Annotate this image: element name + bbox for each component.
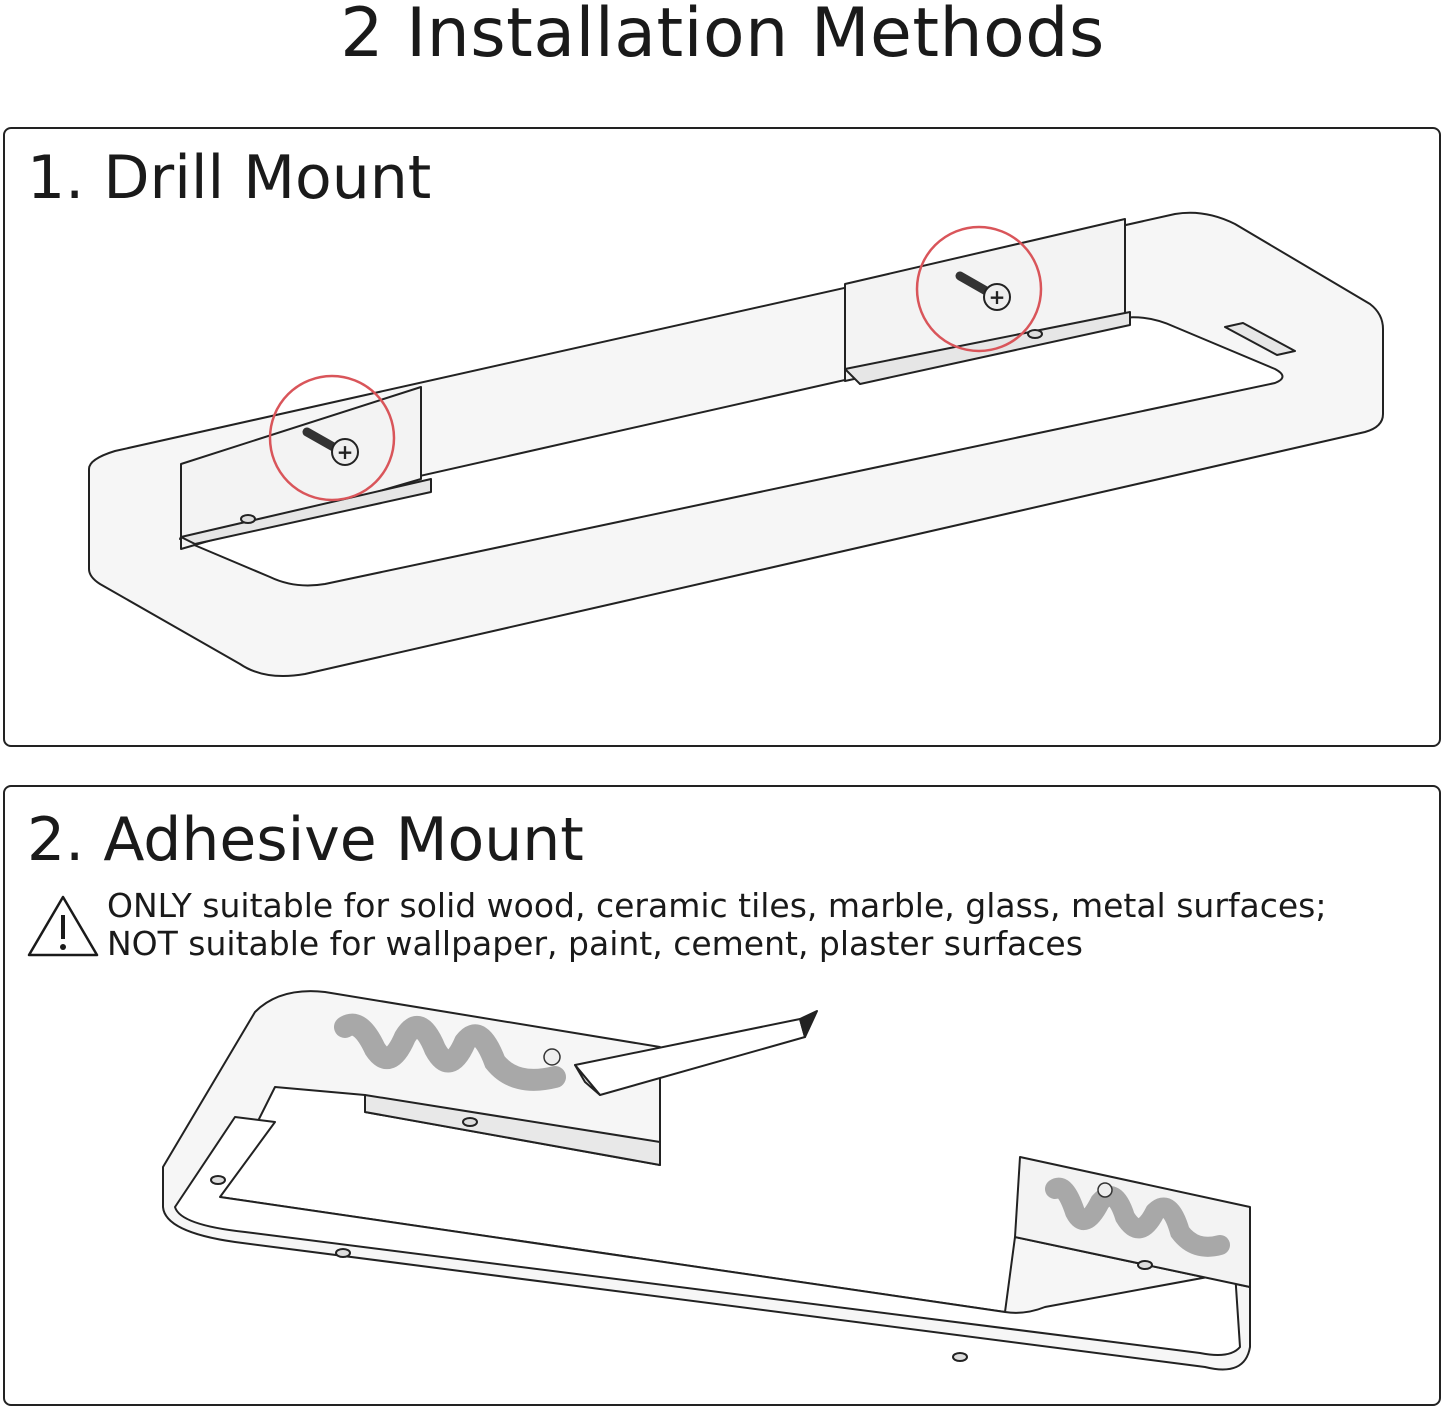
adhesive-mount-illustration [162,990,1251,1371]
method-heading: 2. Adhesive Mount [27,805,584,875]
adhesive-glue [334,1013,566,1091]
towel-rack [162,990,1251,1371]
left-bracket [180,386,422,550]
warning-line: NOT suitable for wallpaper, paint, cemen… [107,924,1083,963]
highlight-circle [268,374,396,502]
surface-warning: ONLY suitable for solid wood, ceramic ti… [27,887,1327,963]
adhesive-mount-panel: 2. Adhesive Mount ONLY suitable for soli… [3,785,1441,1406]
adhesive-glue [1045,1177,1230,1257]
drill-mount-panel: + + 1. Drill Mount [3,127,1441,747]
screw-icon: + [955,271,1011,311]
screw-icon: + [302,427,359,466]
drill-mount-illustration: + + [88,211,1384,677]
method-heading: 1. Drill Mount [27,143,432,213]
svg-text:+: + [337,440,354,464]
page-title: 2 Installation Methods [340,0,1105,73]
highlight-circle [915,225,1043,353]
warning-triangle-icon [27,895,99,957]
brush-icon [574,1010,818,1096]
warning-line: ONLY suitable for solid wood, ceramic ti… [107,886,1327,925]
svg-text:+: + [989,285,1006,309]
